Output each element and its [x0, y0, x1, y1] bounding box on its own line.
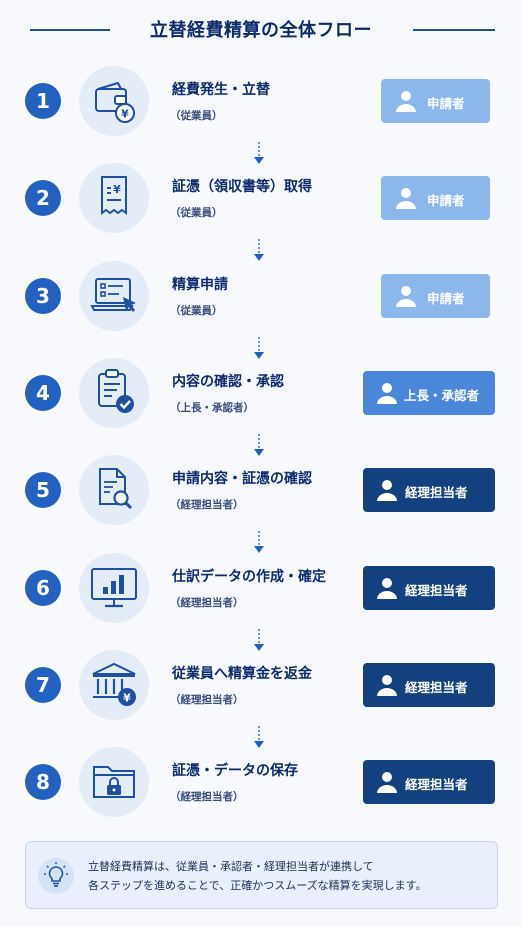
bank-yen-icon: ¥ [79, 650, 149, 720]
header-rule-left [30, 29, 110, 31]
lightbulb-icon [38, 858, 74, 894]
clipboard-check-icon [79, 358, 149, 428]
flow-step: 1 ¥ 経費発生・立替 （従業員） 申請者 [0, 65, 522, 139]
role-label: 経理担当者 [405, 777, 468, 792]
step-title: 内容の確認・承認 [172, 374, 284, 390]
flow-step: 2 ¥ 証憑（領収書等）取得 （従業員） 申請者 [0, 162, 522, 236]
person-icon [377, 578, 397, 599]
note-line-1: 立替経費精算は、従業員・承認者・経理担当者が連携して [88, 860, 374, 873]
step-number-badge: 1 [25, 83, 61, 119]
folder-lock-icon [79, 747, 149, 817]
flow-arrow-icon [252, 239, 266, 263]
step-number-badge: 2 [25, 180, 61, 216]
header: 立替経費精算の全体フロー [0, 14, 522, 46]
flow-step: 8 証憑・データの保存 （経理担当者） 経理担当者 [0, 746, 522, 820]
role-label: 申請者 [427, 96, 465, 111]
person-icon [396, 188, 416, 209]
info-note: 立替経費精算は、従業員・承認者・経理担当者が連携して 各ステップを進めることで、… [25, 841, 498, 909]
person-icon [377, 383, 397, 404]
step-title: 証憑（領収書等）取得 [172, 179, 312, 195]
step-title: 証憑・データの保存 [172, 763, 298, 779]
person-icon [377, 675, 397, 696]
step-title: 経費発生・立替 [172, 82, 270, 98]
role-badge: 申請者 [381, 176, 490, 220]
note-text: 立替経費精算は、従業員・承認者・経理担当者が連携して 各ステップを進めることで、… [88, 857, 488, 895]
document-search-icon [79, 455, 149, 525]
step-number-badge: 3 [25, 278, 61, 314]
svg-text:¥: ¥ [121, 108, 129, 121]
step-actor: （経理担当者） [170, 597, 244, 609]
step-number-badge: 5 [25, 472, 61, 508]
step-number-badge: 8 [25, 764, 61, 800]
role-badge: 経理担当者 [363, 760, 495, 804]
flow-step: 7 ¥ 従業員へ精算金を返金 （経理担当者） 経理担当者 [0, 649, 522, 723]
svg-text:¥: ¥ [113, 183, 121, 196]
step-title: 従業員へ精算金を返金 [172, 666, 312, 682]
note-line-2: 各ステップを進めることで、正確かつスムーズな精算を実現します。 [88, 879, 427, 892]
role-badge: 上長・承認者 [363, 371, 495, 415]
header-rule-right [413, 29, 495, 31]
step-number-badge: 4 [25, 375, 61, 411]
role-badge: 経理担当者 [363, 468, 495, 512]
person-icon [377, 772, 397, 793]
flow-arrow-icon [252, 142, 266, 166]
step-actor: （経理担当者） [170, 791, 244, 803]
flow-step: 6 仕訳データの作成・確定 （経理担当者） 経理担当者 [0, 552, 522, 626]
page-title: 立替経費精算の全体フロー [150, 20, 372, 41]
step-actor: （上長・承認者） [170, 402, 254, 414]
step-number-badge: 7 [25, 667, 61, 703]
role-label: 経理担当者 [405, 680, 468, 695]
role-badge: 申請者 [381, 79, 490, 123]
step-title: 精算申請 [172, 277, 228, 293]
step-title: 申請内容・証憑の確認 [172, 471, 312, 487]
role-label: 経理担当者 [405, 485, 468, 500]
step-actor: （従業員） [170, 305, 223, 317]
role-badge: 経理担当者 [363, 566, 495, 610]
flow-step: 5 申請内容・証憑の確認 （経理担当者） 経理担当者 [0, 454, 522, 528]
wallet-yen-icon: ¥ [79, 66, 149, 136]
person-icon [396, 286, 416, 307]
role-label: 申請者 [427, 193, 465, 208]
flow-step: 4 内容の確認・承認 （上長・承認者） 上長・承認者 [0, 357, 522, 431]
svg-text:¥: ¥ [123, 692, 131, 705]
flow-step: 3 精算申請 （従業員） 申請者 [0, 260, 522, 334]
person-icon [396, 91, 416, 112]
flow-arrow-icon [252, 337, 266, 361]
monitor-chart-icon [79, 553, 149, 623]
step-actor: （従業員） [170, 207, 223, 219]
role-badge: 申請者 [381, 274, 490, 318]
flow-arrow-icon [252, 434, 266, 458]
step-actor: （経理担当者） [170, 499, 244, 511]
flow-arrow-icon [252, 531, 266, 555]
step-title: 仕訳データの作成・確定 [172, 569, 326, 585]
flow-arrow-icon [252, 726, 266, 750]
person-icon [377, 480, 397, 501]
role-label: 申請者 [427, 291, 465, 306]
receipt-icon: ¥ [79, 163, 149, 233]
step-actor: （経理担当者） [170, 694, 244, 706]
role-label: 上長・承認者 [404, 388, 480, 403]
flow-arrow-icon [252, 629, 266, 653]
role-badge: 経理担当者 [363, 663, 495, 707]
laptop-form-icon [79, 261, 149, 331]
step-actor: （従業員） [170, 110, 223, 122]
step-number-badge: 6 [25, 570, 61, 606]
role-label: 経理担当者 [405, 583, 468, 598]
